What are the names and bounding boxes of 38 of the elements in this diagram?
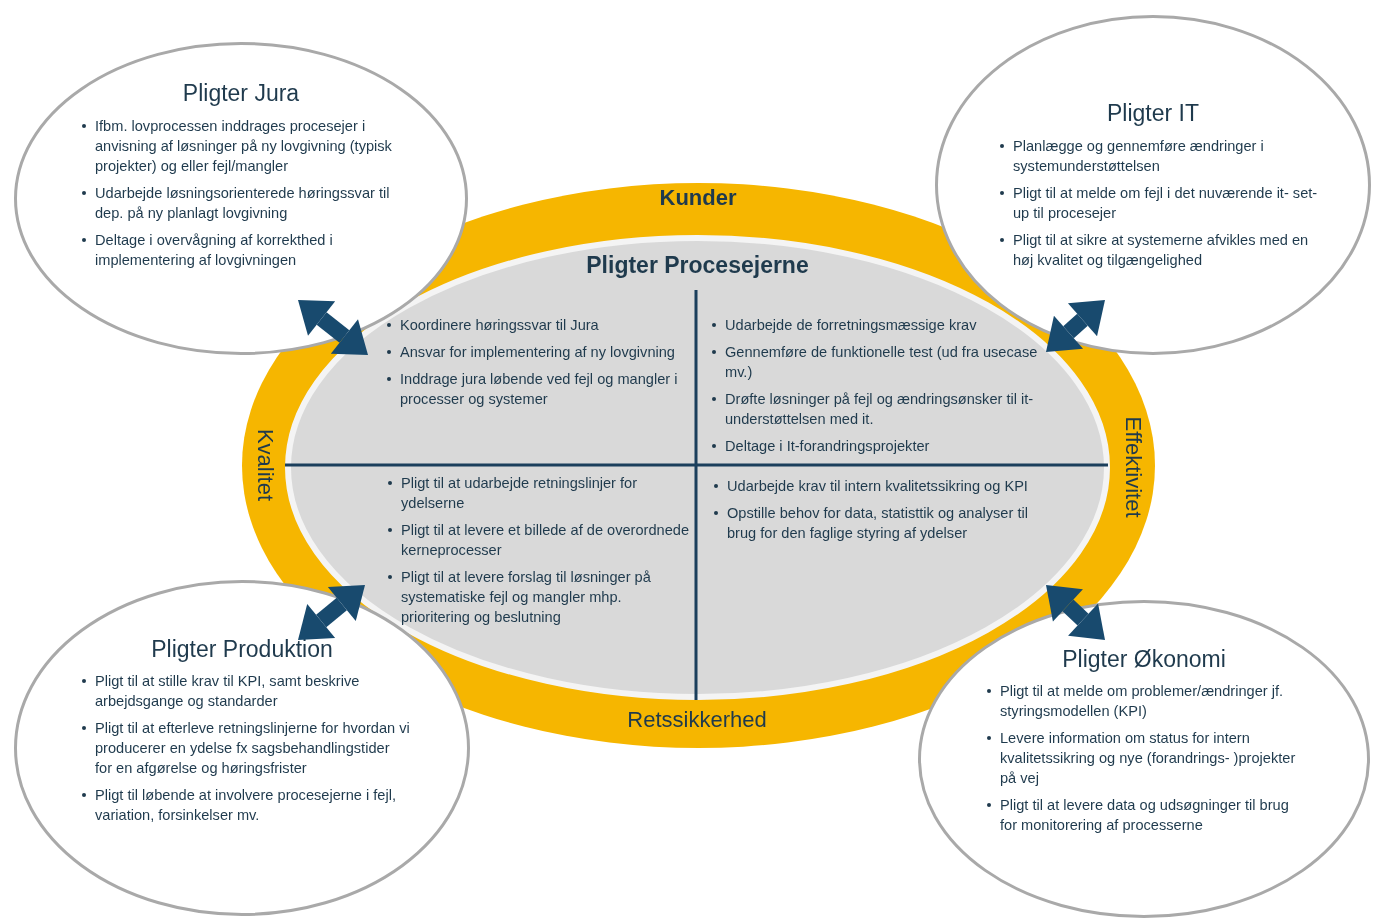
bullet-text: Pligt til at efterleve retningslinjerne for hvordan vi producerer en ydelse fx sagsbehandlingstider for en afgørelse og høringsfrister bbox=[95, 719, 410, 778]
bullet-text: Ansvar for implementering af ny lovgivning bbox=[400, 343, 676, 362]
bullet-text: Udarbejde løsningsorienterede høringssvar til dep. på ny planlagt lovgivning bbox=[95, 184, 391, 223]
bullet-text: Inddrage jura løbende ved fejl og mangler i processer og systemer bbox=[400, 370, 679, 409]
bullet-text: Gennemføre de funktionelle test (ud fra usecase mv.) bbox=[725, 343, 1039, 382]
department-circle bbox=[918, 600, 1370, 918]
bullet-text: Pligt til at levere forslag til løsninger på systematiske fejl og mangler mhp. prioritering og beslutning bbox=[401, 568, 652, 627]
ring-label: Kvalitet bbox=[252, 428, 278, 502]
bullet-text: Pligt til at levere data og udsøgninger til brug for monitorering af processerne bbox=[1000, 796, 1290, 835]
bullet-text: Planlægge og gennemføre ændringer i systemunderstøttelsen bbox=[1013, 137, 1265, 176]
bullet-text: Levere information om status for intern kvalitetssikring og nye (forandrings- )projekter på vej bbox=[1000, 729, 1297, 788]
bullet-text: Koordinere høringssvar til Jura bbox=[400, 316, 600, 335]
double-arrow bbox=[1046, 585, 1105, 640]
bullet-text: Pligt til at sikre at systemerne afvikles med en høj kvalitet og tilgængelighed bbox=[1013, 231, 1310, 270]
bullet-text: Deltage i It-forandringsprojekter bbox=[725, 437, 931, 456]
double-arrow bbox=[1046, 300, 1105, 352]
double-arrow bbox=[298, 585, 365, 640]
ring-label: Kunder bbox=[659, 185, 737, 211]
double-arrow bbox=[298, 300, 368, 355]
bullet-text: Pligt til løbende at involvere procesejerne i fejl, variation, forsinkelser mv. bbox=[95, 786, 397, 825]
heading: Pligter Jura bbox=[182, 80, 300, 107]
heading: Pligter Produktion bbox=[151, 636, 333, 663]
bullet-text: Pligt til at levere et billede af de overordnede kerneprocesser bbox=[401, 521, 690, 560]
bullet-text: Ifbm. lovprocessen inddrages procesejer i anvisning af løsninger på ny lovgivning (typisk projekter) og eller fejl/mangler bbox=[95, 117, 393, 176]
heading: Pligter IT bbox=[1107, 100, 1199, 127]
bullet-text: Udarbejde krav til intern kvalitetssikring og KPI bbox=[727, 477, 1029, 496]
ring-label: Effektivitet bbox=[1120, 416, 1146, 518]
ring-label: Retssikkerhed bbox=[627, 707, 767, 733]
bullet-text: Pligt til at melde om fejl i det nuværende it- set-up til procesejer bbox=[1013, 184, 1319, 223]
bullet-text: Deltage i overvågning af korrekthed i implementering af lovgivningen bbox=[95, 231, 334, 270]
bullet-text: Udarbejde de forretningsmæssige krav bbox=[725, 316, 978, 335]
heading: Pligter Procesejerne bbox=[586, 252, 809, 279]
bullet-text: Pligt til at stille krav til KPI, samt beskrive arbejdsgange og standarder bbox=[95, 672, 361, 711]
heading: Pligter Økonomi bbox=[1062, 646, 1226, 673]
bullet-text: Pligt til at melde om problemer/ændringer jf. styringsmodellen (KPI) bbox=[1000, 682, 1285, 721]
bullet-text: Pligt til at udarbejde retningslinjer for ydelserne bbox=[401, 474, 639, 513]
bullet-text: Drøfte løsninger på fejl og ændringsønsker til it-understøttelsen med it. bbox=[725, 390, 1035, 429]
bullet-text: Opstille behov for data, statisttik og analyser til brug for den faglige styring af ydelser bbox=[727, 504, 1029, 543]
